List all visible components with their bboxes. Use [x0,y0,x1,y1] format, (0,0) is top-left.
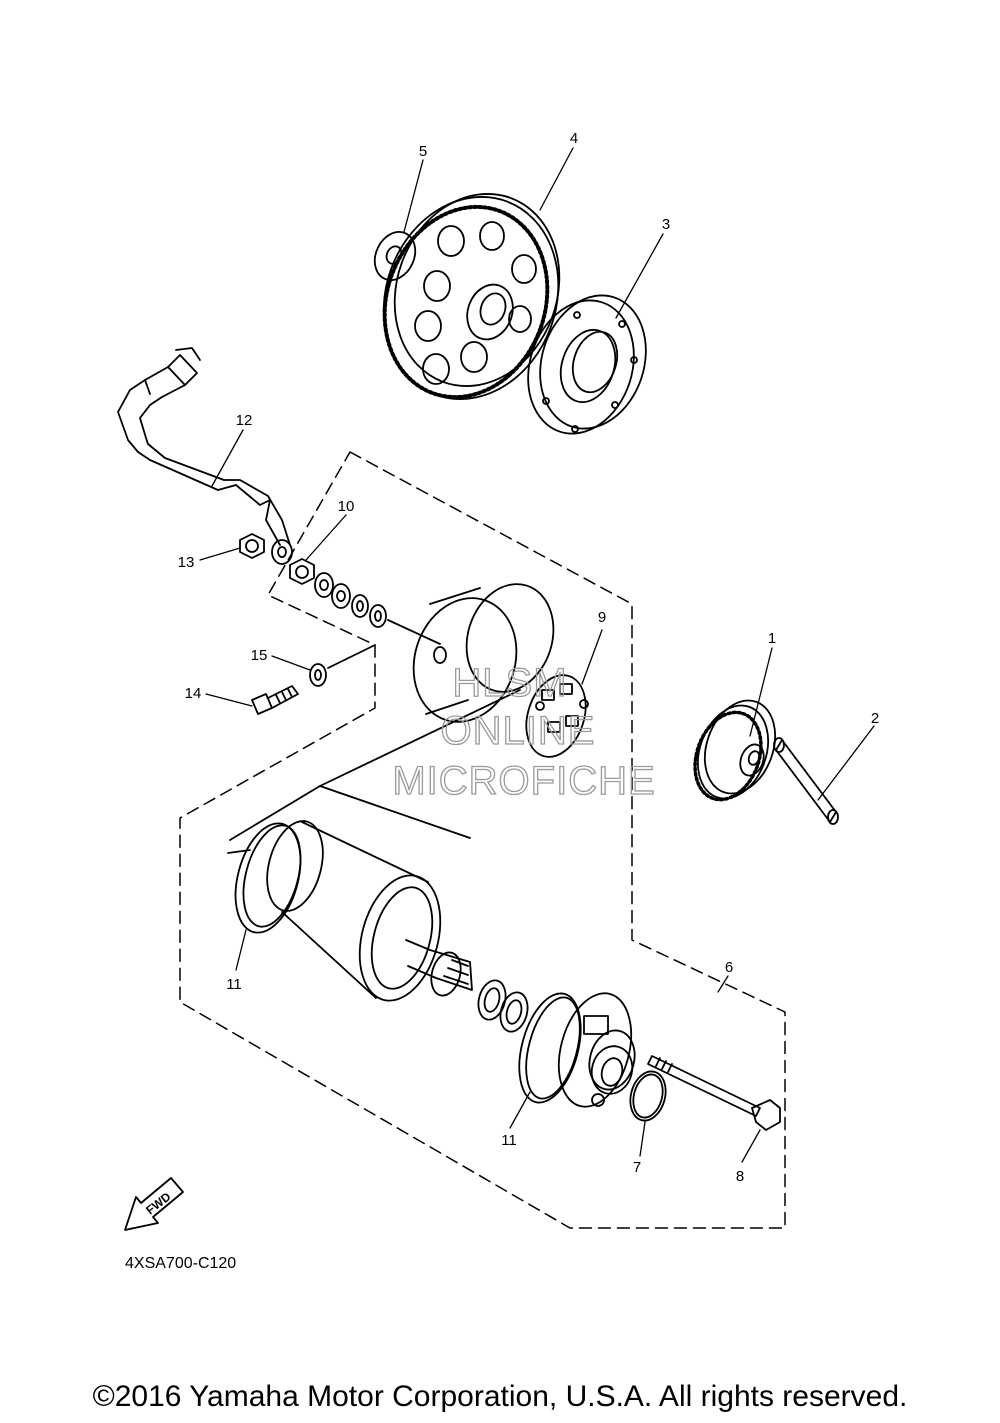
diagram-code: 4XSA700-C120 [125,1255,236,1272]
callout-8: 8 [736,1168,744,1185]
callout-12: 12 [236,412,253,429]
copyright-notice: ©2016 Yamaha Motor Corporation, U.S.A. A… [92,1380,908,1413]
part-1-idle-gear [693,699,776,802]
part-13-nut [239,533,265,559]
armature-yoke [227,689,521,1002]
part-14-bolt [251,685,299,715]
fwd-arrow-icon [124,1177,184,1231]
callout-7: 7 [633,1159,641,1176]
callout-13: 13 [178,554,195,571]
shaft-washers [477,979,529,1033]
part-11-o-ring-rear [518,992,582,1104]
callout-11-front: 11 [226,976,242,993]
part-11-o-ring-front [234,822,302,934]
part-3-starter-clutch [527,294,647,435]
callout-10: 10 [338,498,355,515]
part-12-starter-lead [117,347,293,565]
armature-shaft [405,939,473,997]
assembly-outline-dashed [179,451,786,1229]
leader-lines [199,147,875,1163]
watermark-line-1: HLSM [452,661,567,705]
callout-15: 15 [251,647,268,664]
callout-4: 4 [570,130,578,147]
callout-1: 1 [768,630,776,647]
watermark-line-2: ONLINE [441,709,596,753]
callout-2: 2 [871,710,879,727]
watermark-line-3: MICROFICHE [392,759,655,803]
part-4-starter-wheel-gear [382,193,561,400]
watermark: HLSM ONLINE MICROFICHE [392,660,656,803]
front-cover [557,992,636,1108]
part-10-nut-and-washers [289,558,441,645]
part-9-brush-holder [412,583,589,758]
callout-11-rear: 11 [501,1132,517,1149]
part-2-idle-gear-shaft [773,737,839,825]
callout-14: 14 [185,685,202,702]
part-15-washer [309,644,376,687]
callout-5: 5 [419,143,427,160]
part-8-through-bolt [647,1055,781,1131]
callout-3: 3 [662,216,670,233]
part-7-o-ring [629,1070,667,1122]
callout-6: 6 [725,959,733,976]
callout-9: 9 [598,609,606,626]
